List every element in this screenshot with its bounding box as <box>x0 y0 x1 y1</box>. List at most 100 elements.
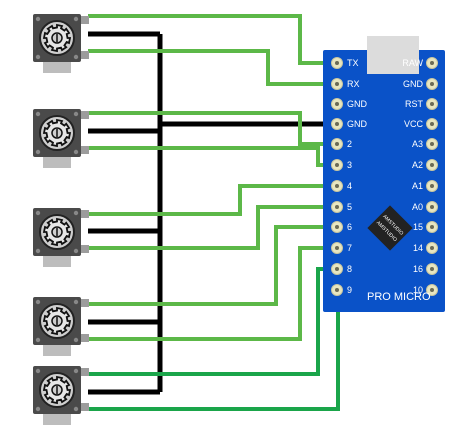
pin-hole-right-0 <box>430 61 434 65</box>
pin-label-right-gnd-1: GND <box>403 79 424 89</box>
vcc-wire-pot3-to-pin5 <box>88 205 337 250</box>
board-body <box>323 50 445 312</box>
mounting-hole-icon <box>35 111 41 117</box>
mounting-hole-icon <box>35 54 41 60</box>
pin-hole-right-4 <box>430 142 434 146</box>
pin-label-right-rst-2: RST <box>405 99 424 109</box>
mounting-hole-icon <box>35 368 41 374</box>
pin-hole-left-4 <box>335 142 339 146</box>
mounting-hole-icon <box>73 337 79 343</box>
potentiometer-terminal <box>81 111 89 119</box>
pin-label-right-raw-0: RAW <box>402 58 423 68</box>
pin-label-left-gnd-2: GND <box>347 99 368 109</box>
pin-label-left-rx-1: RX <box>347 79 360 89</box>
potentiometer-base <box>43 156 71 168</box>
pin-label-right-14-9: 14 <box>413 243 423 253</box>
pin-hole-right-9 <box>430 246 434 250</box>
potentiometer-3 <box>33 208 89 267</box>
potentiometer-base <box>43 344 71 356</box>
board-title: PRO MICRO <box>367 291 431 303</box>
mounting-hole-icon <box>73 248 79 254</box>
potentiometer-4 <box>33 297 89 356</box>
mounting-hole-icon <box>35 210 41 216</box>
pin-label-right-a3-4: A3 <box>412 139 423 149</box>
pin-label-right-16-10: 16 <box>413 264 423 274</box>
potentiometer-5 <box>33 366 89 425</box>
potentiometer-1 <box>33 14 89 73</box>
pin-label-left-4-6: 4 <box>347 181 352 191</box>
pin-hole-right-10 <box>430 267 434 271</box>
mounting-hole-icon <box>73 406 79 412</box>
pin-label-left-gnd-3: GND <box>347 119 368 129</box>
pin-hole-left-1 <box>335 82 339 86</box>
pin-hole-left-8 <box>335 225 339 229</box>
potentiometer-terminal <box>81 368 89 376</box>
pin-label-left-tx-0: TX <box>347 58 359 68</box>
potentiometer-terminal <box>81 16 89 24</box>
vcc-wire-pot1-to-rx <box>88 49 337 86</box>
wires-layer <box>88 14 340 411</box>
usb-connector <box>367 36 419 74</box>
potentiometer-terminal <box>81 51 89 59</box>
mounting-hole-icon <box>73 54 79 60</box>
pin-hole-left-5 <box>335 163 339 167</box>
potentiometer-terminal <box>81 299 89 307</box>
potentiometers-layer <box>33 14 89 425</box>
pin-hole-left-0 <box>335 61 339 65</box>
pin-label-right-15-8: 15 <box>413 222 423 232</box>
pin-label-right-10-11: 10 <box>413 285 423 295</box>
pin-label-left-7-9: 7 <box>347 243 352 253</box>
potentiometer-base <box>43 413 71 425</box>
signal-wire-pot3-to-pin4 <box>88 184 337 216</box>
potentiometer-base <box>43 61 71 73</box>
pin-label-left-9-11: 9 <box>347 285 352 295</box>
pin-label-left-3-5: 3 <box>347 160 352 170</box>
potentiometer-terminal <box>81 210 89 218</box>
pin-label-right-vcc-3: VCC <box>404 119 424 129</box>
vcc-wire-pot5-to-pin9 <box>88 290 340 411</box>
pin-hole-left-10 <box>335 267 339 271</box>
pin-hole-right-8 <box>430 225 434 229</box>
pin-label-left-5-7: 5 <box>347 202 352 212</box>
pin-label-right-a2-5: A2 <box>412 160 423 170</box>
signal-wire-pot4-to-pin6 <box>88 225 337 306</box>
pin-hole-left-7 <box>335 205 339 209</box>
pin-hole-left-3 <box>335 122 339 126</box>
mounting-hole-icon <box>73 149 79 155</box>
vcc-wire-pot2-to-pin3 <box>88 146 337 167</box>
potentiometer-terminal <box>81 146 89 154</box>
pin-hole-left-11 <box>335 288 339 292</box>
mounting-hole-icon <box>35 248 41 254</box>
potentiometer-terminal <box>81 245 89 253</box>
pin-hole-right-7 <box>430 205 434 209</box>
mounting-hole-icon <box>35 149 41 155</box>
pin-label-left-8-10: 8 <box>347 264 352 274</box>
pin-hole-left-6 <box>335 184 339 188</box>
potentiometer-2 <box>33 109 89 168</box>
mounting-hole-icon <box>73 210 79 216</box>
signal-wire-pot2-to-pin2 <box>88 111 337 146</box>
pin-hole-right-5 <box>430 163 434 167</box>
pin-hole-right-11 <box>430 288 434 292</box>
potentiometer-terminal <box>81 334 89 342</box>
mounting-hole-icon <box>35 299 41 305</box>
mounting-hole-icon <box>35 16 41 22</box>
pin-label-left-6-8: 6 <box>347 222 352 232</box>
signal-wire-pot1-to-tx <box>88 14 337 65</box>
pin-label-right-a1-6: A1 <box>412 181 423 191</box>
mounting-hole-icon <box>73 368 79 374</box>
mounting-hole-icon <box>73 16 79 22</box>
mounting-hole-icon <box>73 299 79 305</box>
pin-hole-right-3 <box>430 122 434 126</box>
pin-hole-left-9 <box>335 246 339 250</box>
pin-label-left-2-4: 2 <box>347 139 352 149</box>
pin-hole-right-6 <box>430 184 434 188</box>
left-pin-header: TX RX GND GND 2 3 4 5 6 7 8 9 <box>331 57 368 296</box>
vcc-wire-pot4-to-pin7 <box>88 246 337 341</box>
mounting-hole-icon <box>35 337 41 343</box>
mounting-hole-icon <box>73 111 79 117</box>
pin-hole-right-1 <box>430 82 434 86</box>
